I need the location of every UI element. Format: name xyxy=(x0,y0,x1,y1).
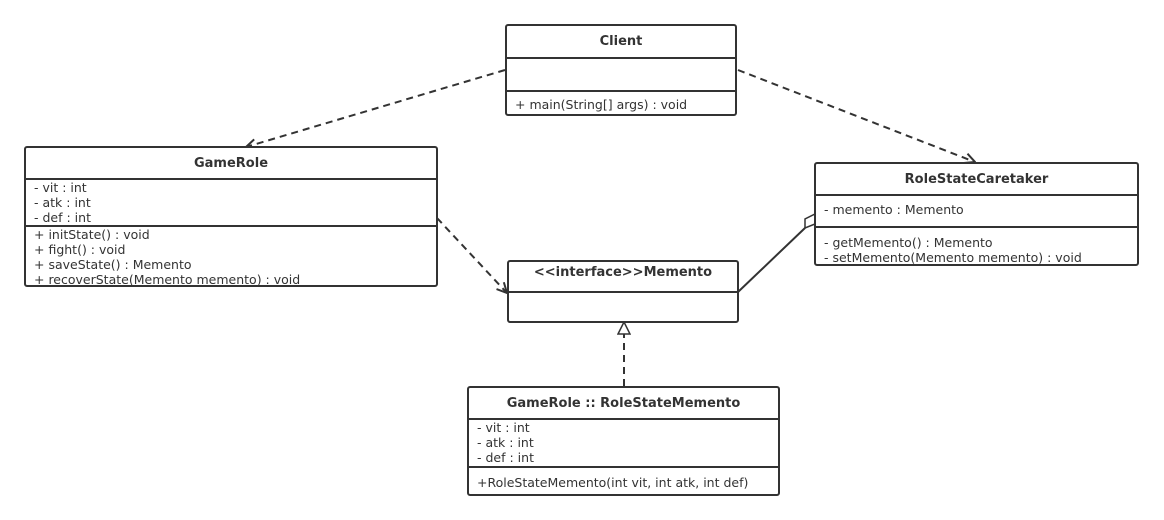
methods-section: + initState() : void + fight() : void + … xyxy=(26,225,436,285)
dependency-client-caretaker xyxy=(737,69,975,162)
method: + fight() : void xyxy=(34,242,126,257)
attributes-section: - vit : int - atk : int - def : int xyxy=(26,180,436,225)
attribute: - atk : int xyxy=(34,195,91,210)
class-client[interactable]: Client + main(String[] args) : void xyxy=(505,24,737,116)
attributes-section: - vit : int - atk : int - def : int xyxy=(469,420,778,466)
interface-name: <<interface>>Memento xyxy=(509,262,737,293)
body-section xyxy=(509,293,737,321)
class-name: GameRole :: RoleStateMemento xyxy=(469,388,778,420)
attributes-section: - memento : Memento xyxy=(816,196,1137,226)
class-role-state-memento[interactable]: GameRole :: RoleStateMemento - vit : int… xyxy=(467,386,780,496)
method: - setMemento(Memento memento) : void xyxy=(824,250,1082,265)
attribute: - atk : int xyxy=(477,435,534,450)
attributes-section xyxy=(507,59,735,90)
methods-section: - getMemento() : Memento - setMemento(Me… xyxy=(816,226,1137,267)
dependency-client-gamerole xyxy=(246,69,506,147)
method: + saveState() : Memento xyxy=(34,257,192,272)
attribute: - def : int xyxy=(34,210,91,225)
class-name: RoleStateCaretaker xyxy=(816,164,1137,196)
attribute: - memento : Memento xyxy=(824,202,964,217)
class-role-state-caretaker[interactable]: RoleStateCaretaker - memento : Memento -… xyxy=(814,162,1139,266)
attribute: - vit : int xyxy=(34,180,87,195)
dependency-gamerole-memento xyxy=(436,217,507,293)
methods-section: +RoleStateMemento(int vit, int atk, int … xyxy=(469,466,778,492)
method: - getMemento() : Memento xyxy=(824,235,993,250)
method: + initState() : void xyxy=(34,227,150,242)
attribute: - vit : int xyxy=(477,420,530,435)
methods-section: + main(String[] args) : void xyxy=(507,90,735,114)
class-name: GameRole xyxy=(26,148,436,180)
method: + main(String[] args) : void xyxy=(515,97,688,112)
aggregation-caretaker-memento xyxy=(737,227,806,293)
class-game-role[interactable]: GameRole - vit : int - atk : int - def :… xyxy=(24,146,438,287)
class-name: Client xyxy=(507,26,735,59)
method: +RoleStateMemento(int vit, int atk, int … xyxy=(477,475,749,490)
method: + recoverState(Memento memento) : void xyxy=(34,272,301,285)
attribute: - def : int xyxy=(477,450,534,465)
interface-memento[interactable]: <<interface>>Memento xyxy=(507,260,739,323)
